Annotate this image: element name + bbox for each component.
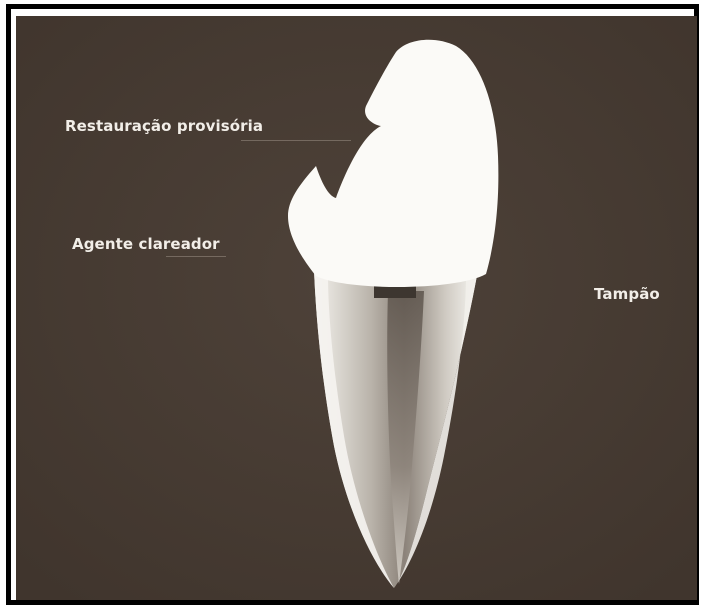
- tooth-photograph: [16, 16, 697, 600]
- bleaching-agent-leader-line: [166, 256, 226, 257]
- restoration-leader-line: [241, 140, 351, 141]
- label-temporary-restoration: Restauração provisória: [65, 117, 263, 135]
- tooth-illustration: [16, 16, 697, 600]
- label-bleaching-agent: Agente clareador: [72, 235, 220, 253]
- label-plug: Tampão: [594, 285, 660, 303]
